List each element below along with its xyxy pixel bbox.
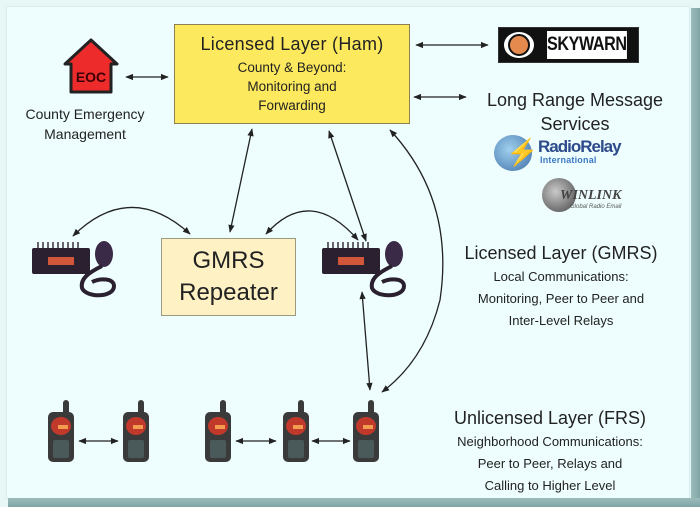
ham-layer-title: Licensed Layer (Ham) — [200, 34, 384, 54]
gmrs-layer-title: Licensed Layer (GMRS) — [464, 243, 658, 263]
skywarn-logo: SKYWARN — [498, 27, 639, 63]
gmrs-layer-line-3: Inter-Level Relays — [508, 313, 614, 328]
mobile-radio-icon — [322, 241, 406, 298]
gmrs-repeater-line-1: GMRS — [192, 247, 265, 274]
handheld-radio-icon — [205, 400, 231, 462]
gmrs-layer-line-2: Monitoring, Peer to Peer and — [477, 291, 645, 306]
skywarn-text: SKYWARN — [547, 31, 627, 59]
frs-layer-line-2: Peer to Peer, Relays and — [477, 456, 623, 471]
arrow-mobile-right-frs — [359, 291, 373, 391]
frs-layer-title: Unlicensed Layer (FRS) — [453, 408, 647, 428]
handheld-radio-icon — [353, 400, 379, 462]
handheld-radio-icon — [48, 400, 74, 462]
frs-layer-line-3: Calling to Higher Level — [484, 478, 616, 493]
skywarn-eye-icon — [504, 32, 535, 58]
winlink-sub: Global Radio Email — [570, 204, 622, 210]
globe-icon — [494, 135, 532, 171]
gmrs-layer-label: Licensed Layer (GMRS) Local Communicatio… — [430, 240, 692, 332]
long-range-line-2: Services — [540, 114, 610, 134]
eoc-label: County Emergency Management — [10, 104, 160, 144]
winlink-logo: WINLINK Global Radio Email — [540, 178, 640, 218]
handheld-radio-icon — [123, 400, 149, 462]
gmrs-repeater-box: GMRS Repeater — [161, 238, 296, 316]
winlink-globe-icon — [542, 178, 576, 212]
arrow-repeater-mobile-right — [265, 210, 359, 241]
arrow-ham-frs-curve — [381, 129, 444, 393]
arrow-ham-mobile-right — [328, 130, 367, 242]
gmrs-layer-line-1: Local Communications: — [493, 269, 629, 284]
radio-relay-sub: International — [540, 155, 597, 165]
long-range-label: Long Range Message Services — [466, 88, 684, 136]
panel-shadow-right — [691, 8, 700, 507]
ham-layer-line-3: Forwarding — [258, 98, 326, 113]
eoc-label-line-2: Management — [44, 126, 126, 142]
ham-layer-box: Licensed Layer (Ham) County & Beyond: Mo… — [174, 24, 410, 124]
radio-relay-logo: ⚡ RadioRelay International — [494, 133, 634, 173]
handheld-radio-icon — [283, 400, 309, 462]
long-range-line-1: Long Range Message — [486, 90, 664, 110]
lightning-icon: ⚡ — [506, 137, 539, 167]
eoc-icon-text: EOC — [76, 69, 106, 85]
panel-shadow-bottom — [8, 498, 700, 507]
winlink-name: WINLINK — [560, 188, 622, 203]
frs-layer-line-1: Neighborhood Communications: — [457, 434, 643, 449]
mobile-radio-icon — [32, 241, 116, 298]
eoc-house-icon: EOC — [63, 38, 119, 94]
eoc-label-line-1: County Emergency — [25, 106, 145, 122]
ham-layer-line-1: County & Beyond: — [237, 60, 347, 75]
gmrs-repeater-line-2: Repeater — [179, 279, 278, 306]
frs-layer-label: Unlicensed Layer (FRS) Neighborhood Comm… — [400, 405, 700, 497]
ham-layer-line-2: Monitoring and — [247, 79, 337, 94]
radio-relay-name: RadioRelay — [538, 137, 622, 156]
arrow-mobile-left-repeater — [72, 206, 191, 237]
arrow-ham-repeater — [228, 128, 254, 233]
